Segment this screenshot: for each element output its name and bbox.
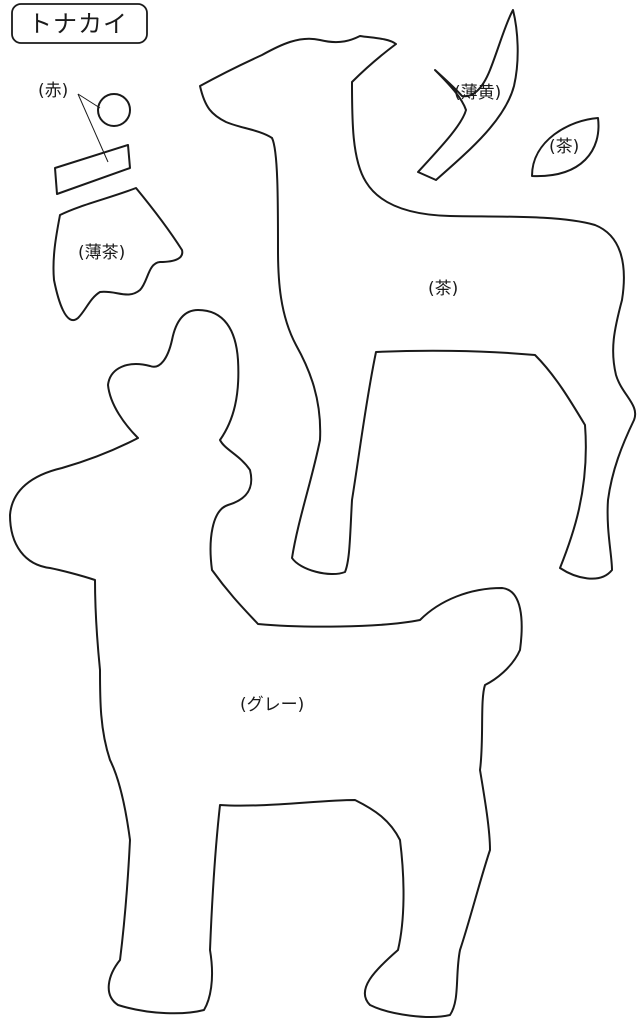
label-gray: (グレー) — [240, 695, 304, 715]
hat-body-piece — [52, 187, 184, 321]
title-badge: トナカイ — [11, 3, 148, 44]
title-frame — [11, 3, 148, 44]
label-brown-body: (茶) — [428, 279, 458, 299]
red-leader-to-band — [77, 93, 109, 163]
ear-piece — [531, 117, 600, 178]
label-light-yellow: (薄黄) — [454, 83, 501, 103]
brown-deer-piece — [199, 35, 637, 580]
antler-piece — [417, 9, 519, 181]
label-light-brown: (薄茶) — [78, 243, 125, 263]
red-leader-to-pompom — [77, 93, 101, 109]
label-brown-small: (茶) — [549, 137, 579, 157]
page-title: トナカイ — [28, 10, 128, 38]
gray-deer-piece — [9, 309, 523, 1018]
hat-band-piece — [54, 144, 131, 195]
label-red: (赤) — [38, 81, 68, 101]
pompom-piece — [97, 93, 131, 127]
